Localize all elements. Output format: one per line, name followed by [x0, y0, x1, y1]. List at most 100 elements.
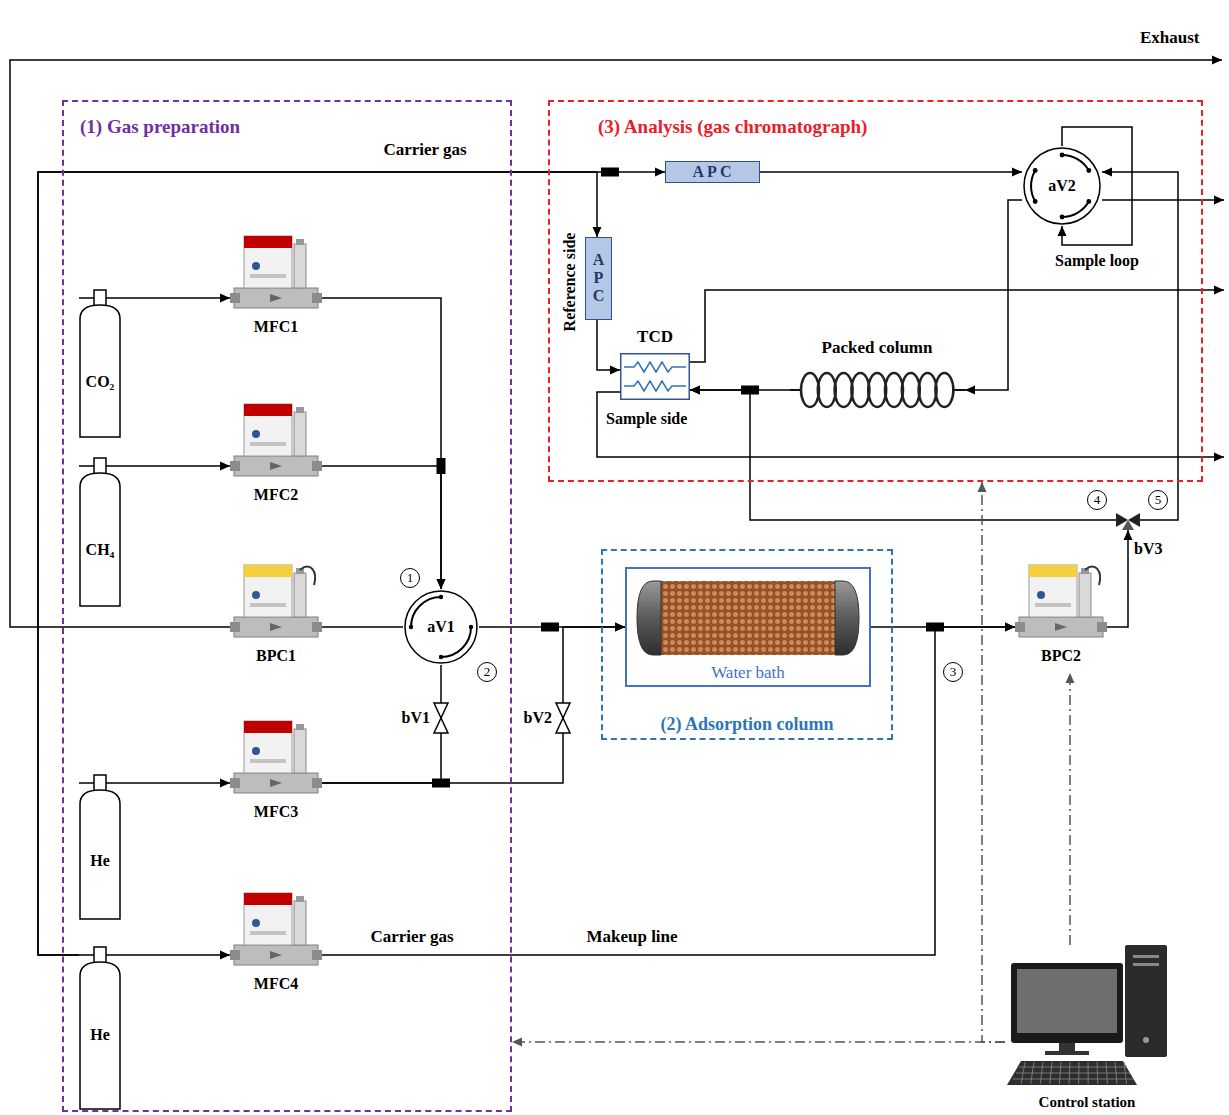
back-pressure-controller-graphic-part [244, 565, 292, 577]
gas-line [563, 627, 625, 700]
thermal-conductivity-detector-graphic [620, 353, 690, 400]
mass-flow-controller-graphic-part [312, 461, 322, 471]
vent-line [597, 392, 1224, 457]
sampling-valve-graphic-part [1086, 199, 1091, 204]
gas-cylinder-label-slot: He [90, 1026, 110, 1044]
gas-line [121, 465, 230, 467]
ball-valve-graphic-part [434, 703, 448, 718]
edge-label: Makeup line [586, 927, 677, 947]
gas-cylinder-graphic-part [80, 962, 120, 1109]
packed-column-graphic-part [902, 373, 920, 407]
packed-column-label: Packed column [822, 338, 933, 358]
gas-cylinder: CH₄ [79, 455, 121, 607]
mass-flow-controller-graphic-part [312, 778, 322, 788]
mass-flow-controller-graphic-part [250, 274, 286, 278]
gas-cylinder: CO₂ [79, 286, 121, 438]
control-station-graphic-part [1016, 1073, 1130, 1074]
gas-line [760, 171, 1022, 173]
sampling-valve-graphic-part [1086, 168, 1091, 173]
loop-label: Sample loop [1055, 252, 1139, 270]
gas-cylinder-label: He [90, 1026, 110, 1044]
switching-valve-label: aV1 [427, 618, 455, 636]
back-pressure-controller: BPC1 [230, 561, 322, 673]
mass-flow-controller-graphic-part [252, 430, 260, 438]
ball-valve-graphic-part [556, 703, 570, 718]
mass-flow-controller-graphic-part [234, 288, 318, 308]
mass-flow-controller-graphic-part [244, 893, 292, 945]
packed-column-graphic-part [868, 373, 886, 407]
switching-valve-graphic-part [439, 655, 443, 659]
control-station-graphic-part [1124, 1062, 1127, 1084]
vent-line [690, 290, 1224, 362]
water-bath-graphic-part [637, 581, 661, 655]
mass-flow-controller-graphic-part [250, 759, 286, 763]
exhaust-line [10, 60, 1222, 627]
gas-cylinder-graphic-part [80, 790, 120, 919]
water-bath-graphic-part [835, 581, 859, 655]
mass-flow-controller-graphic-part [244, 721, 292, 733]
gas-line [1107, 530, 1128, 627]
mass-flow-controller-graphic-part [250, 931, 286, 935]
control-signal-line [1069, 673, 1071, 945]
back-pressure-controller-graphic-part [1029, 565, 1077, 617]
control-signal-line [512, 1041, 1005, 1043]
ball-valve-label-slot: bV1 [402, 709, 430, 727]
mass-flow-controller-graphic-part [234, 945, 318, 965]
back-pressure-controller-graphic-part [312, 622, 322, 632]
control-station-graphic-part [1011, 963, 1123, 1043]
exhaust-label-slot: Exhaust [1140, 28, 1200, 48]
mass-flow-controller-graphic-part [252, 919, 260, 927]
gas-cylinder: He [79, 772, 121, 920]
control-station-graphic-part [1125, 945, 1167, 1057]
mass-flow-controller-graphic-part [230, 293, 240, 303]
pressure-controller: A P C [665, 161, 760, 183]
callout-number: 4 [1087, 490, 1107, 510]
callout-number-slot: 3 [943, 662, 963, 682]
gas-cylinder-label: CO₂ [86, 373, 115, 391]
gas-cylinder-graphic-part [80, 473, 120, 606]
exhaust-label: Exhaust [1140, 28, 1200, 48]
ball-valve-label-slot: bV2 [524, 709, 552, 727]
back-pressure-controller-graphic-part [234, 617, 318, 637]
gas-cylinder-label: CH₄ [86, 541, 115, 559]
mass-flow-controller-graphic-part [270, 951, 282, 959]
gas-cylinder-graphic-part [80, 305, 120, 437]
water-bath-label: Water bath [711, 663, 785, 683]
callout-number-slot: 4 [1087, 490, 1107, 510]
control-station-graphic-part [1031, 1062, 1034, 1084]
gas-preparation-region-label-slot: (1) Gas preparation [80, 116, 240, 138]
gas-cylinder-graphic [79, 455, 121, 607]
packed-column: Packed column [790, 338, 965, 412]
sampling-valve-graphic-part [1031, 171, 1035, 202]
line-label: Carrier gas [383, 140, 466, 160]
mass-flow-controller-graphic-part [296, 896, 304, 902]
mass-flow-controller: MFC3 [230, 717, 322, 829]
callout-number: 2 [477, 662, 497, 682]
mass-flow-controller-graphic-part [244, 404, 292, 456]
control-station-graphic-part [1059, 1062, 1061, 1084]
sampling-valve-label: aV2 [1048, 177, 1076, 195]
control-station-graphic-part [1040, 1062, 1043, 1084]
water-bath-label-slot: Water bath [711, 663, 785, 683]
control-station-graphic-part [1050, 1062, 1052, 1084]
sampling-valve-graphic-part [1060, 153, 1065, 158]
pressure-controller-label: A P C [591, 251, 607, 306]
control-station-graphic-part [1069, 1062, 1070, 1084]
mass-flow-controller: MFC2 [230, 400, 322, 512]
sampling-valve-graphic-part [1033, 168, 1038, 173]
sampling-valve-graphic-part [1033, 199, 1038, 204]
back-pressure-controller-graphic-part [230, 622, 240, 632]
control-station-graphic-part [1045, 1051, 1089, 1055]
gas-cylinder-label: He [90, 852, 110, 870]
control-station-graphic-part [1133, 955, 1159, 958]
gas-preparation-region-label: (1) Gas preparation [80, 116, 240, 138]
gas-line [121, 782, 230, 784]
gas-cylinder: He [79, 944, 121, 1110]
gas-cylinder-label-slot: CH₄ [86, 541, 115, 559]
back-pressure-controller-graphic-part [250, 603, 286, 607]
mass-flow-controller-graphic-part [294, 901, 306, 945]
mass-flow-controller-graphic-part [296, 407, 304, 413]
mass-flow-controller-graphic-part [312, 293, 322, 303]
back-pressure-controller-graphic-part [1097, 622, 1107, 632]
control-station-graphic-part [1007, 1061, 1137, 1085]
